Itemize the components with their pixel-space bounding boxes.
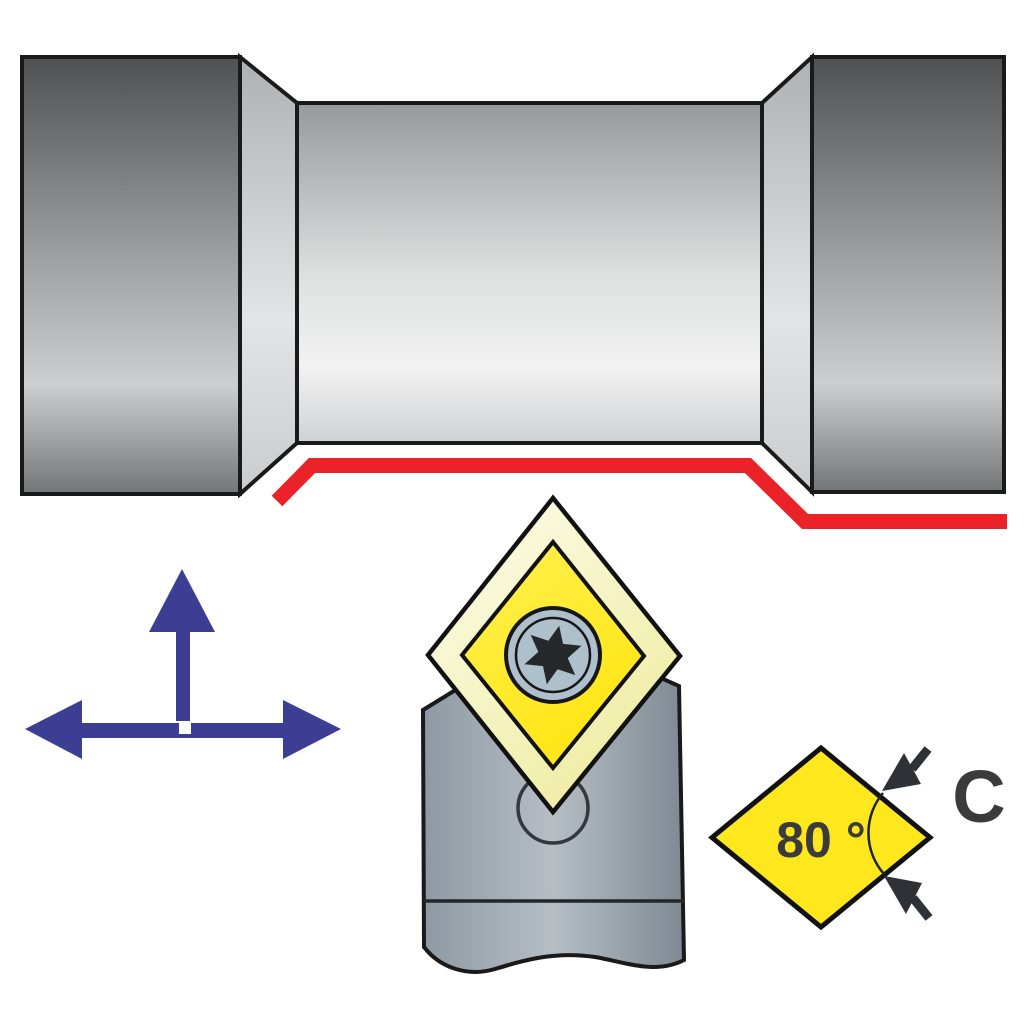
toolpath-line — [271, 458, 1007, 529]
angle-arrow-bottom-tail — [909, 895, 933, 921]
arrow-right-head — [283, 700, 341, 759]
arrow-left-head — [25, 700, 82, 759]
insert-group — [425, 494, 683, 816]
angle-arrow-bottom-icon — [884, 876, 933, 921]
workpiece-group — [20, 52, 1006, 499]
workpiece-center-section — [295, 101, 764, 445]
insert-spec-group: 80 ° C — [708, 744, 1006, 931]
workpiece-right-chamfer — [760, 52, 814, 497]
workpiece-right-end — [810, 55, 1006, 494]
screw-ring — [514, 616, 592, 694]
workpiece-left-chamfer — [238, 52, 299, 499]
feed-direction-arrows-icon — [25, 569, 341, 759]
angle-arrow-bottom-head — [884, 876, 922, 914]
workpiece-left-end — [20, 55, 242, 496]
angle-label: 80 ° — [776, 812, 866, 868]
screw-torx-star — [524, 625, 582, 685]
angle-arrow-top-head — [882, 753, 921, 791]
spec-diamond — [708, 744, 934, 931]
torx-screw-icon — [504, 606, 602, 704]
arrow-up-shaft — [176, 632, 190, 721]
angle-arrow-top-icon — [882, 746, 932, 791]
angle-arrow-top-tail — [908, 746, 932, 772]
arrow-up-head — [149, 569, 215, 632]
angle-arc — [867, 792, 885, 875]
shape-code-label: C — [952, 755, 1005, 838]
arrow-horizontal-bar — [82, 723, 283, 738]
